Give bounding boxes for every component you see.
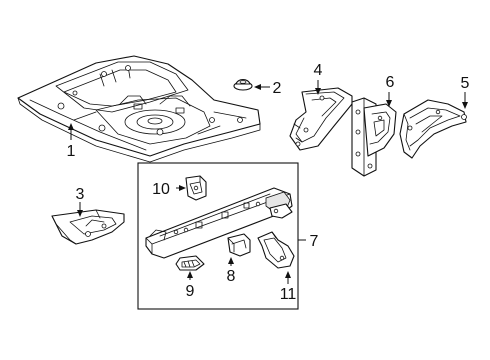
- callout-8: 8: [227, 257, 236, 285]
- part-11-bracket: [257, 231, 295, 269]
- part-2-plug: [233, 78, 253, 91]
- callout-6-label: 6: [386, 74, 395, 91]
- part-5-wheelhouse-outer: [399, 99, 467, 159]
- callout-7-label: 7: [310, 233, 319, 250]
- part-1-floor-pan: [17, 55, 261, 163]
- callout-5-label: 5: [461, 75, 470, 92]
- part-4-wheelhouse-extension: [289, 87, 353, 151]
- callout-9-label: 9: [186, 283, 195, 300]
- callout-2: 2: [254, 80, 282, 97]
- part-3-bracket: [51, 209, 125, 245]
- callout-4: 4: [314, 62, 323, 95]
- part-9-pad: [175, 255, 205, 271]
- callout-8-label: 8: [227, 268, 236, 285]
- callout-4-label: 4: [314, 62, 323, 79]
- callout-1: 1: [67, 123, 76, 160]
- callout-2-label: 2: [273, 80, 282, 97]
- callout-11-label: 11: [280, 286, 297, 303]
- callout-9: 9: [186, 271, 195, 300]
- part-10-bracket: [185, 175, 207, 201]
- part-7-rear-rail: [145, 187, 293, 259]
- part-group-box: [137, 162, 299, 310]
- callout-1-label: 1: [67, 143, 76, 160]
- callout-7: 7: [298, 233, 319, 250]
- callout-10-label: 10: [152, 181, 170, 198]
- part-8-bracket: [227, 233, 251, 257]
- part-6-wheelhouse-panel: [351, 97, 397, 177]
- callout-3: 3: [76, 186, 85, 217]
- callout-5: 5: [461, 75, 470, 109]
- callout-6: 6: [386, 74, 395, 107]
- callout-3-label: 3: [76, 186, 85, 203]
- callout-10: 10: [152, 181, 186, 198]
- callout-11: 11: [280, 271, 297, 303]
